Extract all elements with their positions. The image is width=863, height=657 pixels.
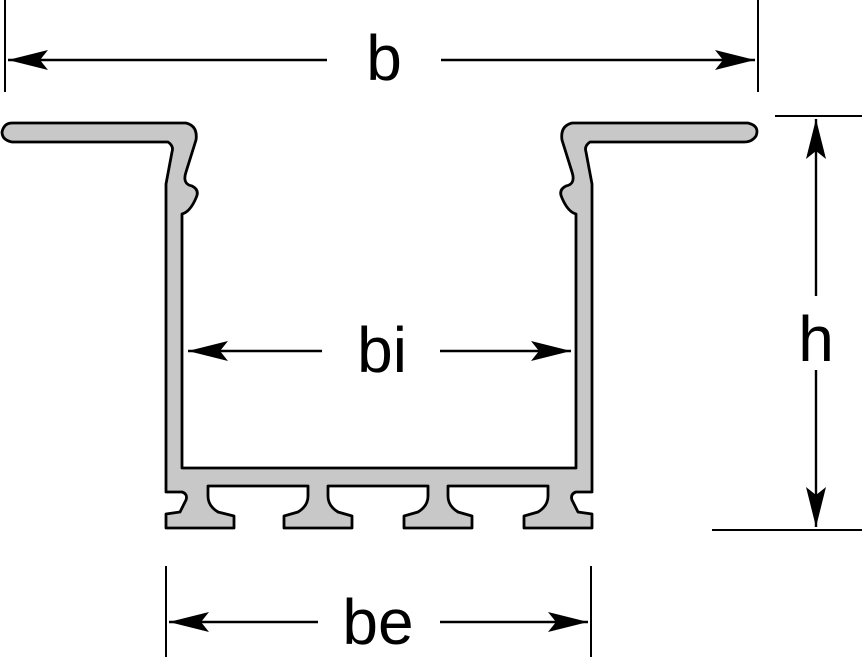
dimension-be: be: [169, 586, 588, 657]
channel-profile: [0, 121, 759, 530]
bi-label: bi: [357, 314, 407, 386]
h-label: h: [798, 303, 834, 375]
dimension-b: b: [8, 22, 755, 94]
extension-lines: [4, 0, 862, 657]
dimension-h: h: [798, 119, 834, 527]
b-label: b: [366, 22, 402, 94]
be-label: be: [342, 586, 413, 657]
dimension-bi: bi: [188, 314, 571, 386]
